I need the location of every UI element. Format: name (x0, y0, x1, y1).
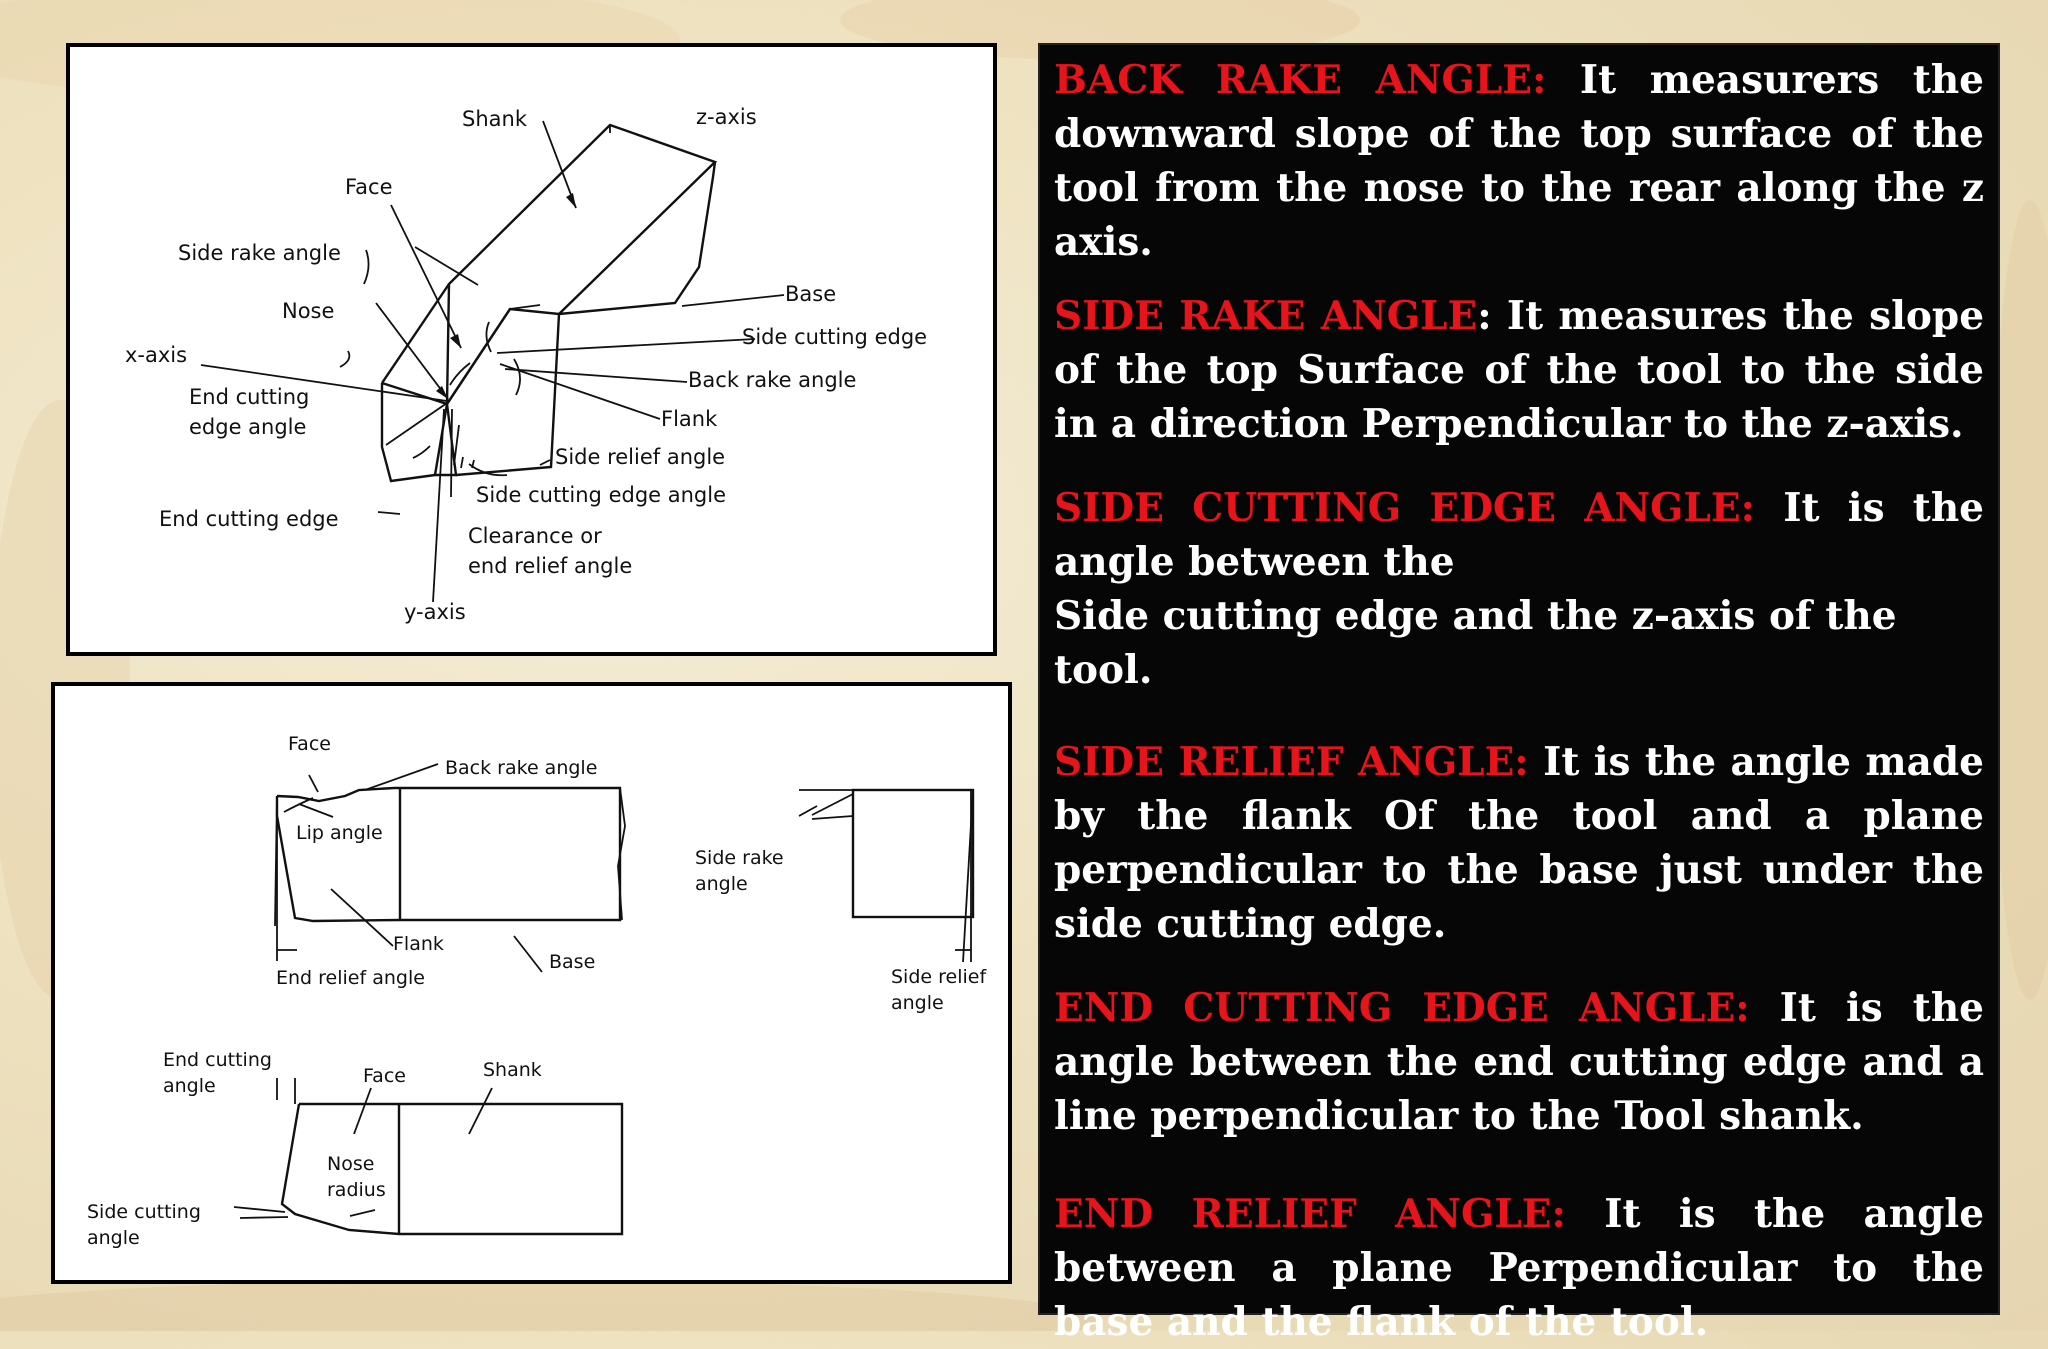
tool-outline (380, 123, 718, 483)
definition-end-relief: END RELIEF ANGLE: It is the angle betwee… (1054, 1187, 1984, 1349)
label-end-cutting-edge: End cutting edge (159, 507, 339, 531)
label-clearance-1: Clearance or (468, 524, 602, 548)
angle-arcs (339, 249, 521, 477)
label-side-relief-angle: Side relief angle (555, 445, 725, 469)
label-side-cutting-1: Side cutting (87, 1201, 201, 1223)
label-end-relief-angle: End relief angle (276, 967, 425, 989)
label-side-relief-1: Side relief (891, 966, 987, 988)
label-side-rake-angle: Side rake angle (178, 241, 341, 265)
term-side-rake: SIDE RAKE ANGLE (1054, 293, 1478, 339)
definition-side-rake: SIDE RAKE ANGLE: It measures the slope o… (1054, 289, 1984, 451)
text-end-relief: It is the angle between a plane Perpendi… (1054, 1191, 1985, 1345)
end-view-outline (799, 788, 975, 963)
label-side-cutting-edge: Side cutting edge (742, 325, 927, 349)
label-back-rake-angle: Back rake angle (688, 368, 856, 392)
definition-back-rake: BACK RAKE ANGLE: It measurers the downwa… (1054, 53, 1984, 269)
text-side-cutting-edge: It is the angle between the (1054, 485, 1984, 585)
term-end-relief: END RELIEF ANGLE: (1054, 1191, 1566, 1237)
definition-side-cutting-edge-cont: Side cutting edge and the z-axis of the … (1054, 593, 1897, 693)
label-clearance-2: end relief angle (468, 554, 632, 578)
definition-side-cutting-edge: SIDE CUTTING EDGE ANGLE: It is the angle… (1054, 481, 1984, 589)
label-x-axis: x-axis (125, 343, 187, 367)
definition-side-relief: SIDE RELIEF ANGLE: It is the angle made … (1054, 735, 1984, 951)
text-back-rake: It measurers the downward slope of the t… (1054, 57, 1984, 265)
term-side-cutting-edge: SIDE CUTTING EDGE ANGLE: (1054, 485, 1755, 531)
label-face-bottom: Face (363, 1065, 406, 1087)
label-side-cutting-edge-angle: Side cutting edge angle (476, 483, 726, 507)
label-side-rake-1: Side rake (695, 847, 784, 869)
label-back-rake-angle: Back rake angle (445, 757, 597, 779)
label-flank: Flank (393, 933, 444, 955)
label-z-axis: z-axis (696, 105, 757, 129)
label-shank: Shank (483, 1059, 542, 1081)
tool-orthographic-diagram-panel: Face Back rake angle Lip angle Flank End… (51, 682, 1012, 1284)
side-view-outline (274, 786, 626, 961)
text-end-cutting-edge: It is the angle between the end cutting … (1054, 985, 1984, 1139)
label-base: Base (785, 282, 836, 306)
label-shank: Shank (462, 107, 528, 131)
label-base: Base (549, 951, 595, 973)
term-side-relief: SIDE RELIEF ANGLE: (1054, 739, 1529, 785)
text-side-rake: : It measures the slope of the top Surfa… (1054, 293, 1985, 447)
label-end-cutting-1: End cutting (163, 1049, 272, 1071)
definition-end-cutting-edge: END CUTTING EDGE ANGLE: It is the angle … (1054, 981, 1984, 1143)
term-back-rake: BACK RAKE ANGLE: (1054, 57, 1547, 103)
label-face-top: Face (288, 733, 331, 755)
label-nose-1: Nose (327, 1153, 374, 1175)
text-side-relief: It is the angle made by the flank Of the… (1054, 739, 1984, 947)
label-side-cutting-2: angle (87, 1227, 140, 1249)
tool-3d-diagram-panel: Shank z-axis Face Side rake angle Base N… (66, 43, 997, 656)
label-end-cutting-edge-angle-1: End cutting (189, 385, 309, 409)
label-nose: Nose (282, 299, 334, 323)
label-nose-2: radius (327, 1179, 386, 1201)
label-end-cutting-edge-angle-2: edge angle (189, 415, 306, 439)
tool-orthographic-diagram: Face Back rake angle Lip angle Flank End… (87, 733, 987, 1249)
definitions-box: BACK RAKE ANGLE: It measurers the downwa… (1038, 43, 2000, 1345)
label-side-rake-2: angle (695, 873, 748, 895)
leader-lines-bottom (277, 763, 971, 1217)
tool-3d-diagram: Shank z-axis Face Side rake angle Base N… (125, 105, 927, 624)
label-flank: Flank (661, 407, 718, 431)
leader-lines (200, 120, 785, 603)
label-lip-angle: Lip angle (296, 822, 383, 844)
label-end-cutting-2: angle (163, 1075, 216, 1097)
term-end-cutting-edge: END CUTTING EDGE ANGLE: (1054, 985, 1750, 1031)
label-side-relief-2: angle (891, 992, 944, 1014)
label-y-axis: y-axis (404, 600, 466, 624)
plan-view-outline (233, 1078, 624, 1236)
label-face: Face (345, 175, 393, 199)
